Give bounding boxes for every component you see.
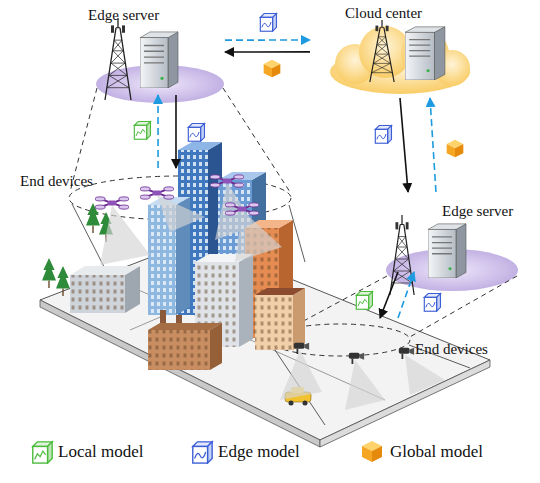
city-building [293,288,305,350]
camera [294,343,414,364]
model-icon [375,126,391,144]
model-icon [424,294,440,312]
drone [210,175,244,187]
legend-entry: Global model [390,442,483,462]
node-box: Edge server [80,2,225,95]
camera [294,343,309,354]
node-box: End devices [280,318,510,370]
node-box: End devices [15,168,295,223]
model-icon [188,124,204,142]
legend-icon [193,442,212,463]
tower [105,18,131,100]
legend-icon [33,442,52,463]
drone [95,197,129,209]
legend-icon [33,441,382,463]
tower [390,215,414,295]
cloud-shape [330,26,470,94]
sensing-cone [235,210,282,262]
server [428,224,466,278]
city-building [255,288,305,295]
drone [140,187,174,199]
legend-entry: Local model [58,442,143,462]
sensing-cone [100,182,445,410]
flow-arrow [380,272,398,318]
flow-arrow [225,39,310,41]
city-building [148,330,210,370]
model-icon [264,60,281,78]
legend-label: Local model [58,442,143,461]
tree [56,266,70,296]
city-building [255,295,293,350]
server [140,32,178,88]
node-label: End devices [20,172,93,190]
tower [105,18,414,295]
flow-arrow [430,98,436,192]
car [303,401,308,406]
city-building [178,142,222,150]
ground-slab [320,360,490,447]
server [405,27,445,80]
model-icon [260,14,276,32]
tree [42,203,113,296]
flow-arrow [157,95,159,168]
coverage-lines [272,276,517,338]
model-icon [134,14,463,312]
model-icon [447,140,464,158]
node-label: Edge server [88,6,159,24]
drone [95,175,259,215]
coverage-lines [69,88,517,425]
legend-entry: Edge model [218,442,300,462]
model-icon [134,122,150,140]
city-building [148,330,210,370]
car [289,401,294,406]
city-building [70,142,305,370]
city-building [148,323,222,330]
flow-arrow [398,272,414,318]
city-building [210,323,222,370]
node-label: Edge server [442,202,513,220]
camera [349,353,364,364]
tree [42,258,56,288]
city-building [70,275,125,313]
legend-icon [362,441,382,462]
tower [370,20,394,82]
sensing-cone [157,195,205,232]
camera [399,348,414,359]
flow-arrow [225,51,310,53]
flow-arrow [175,95,177,168]
node-label: End devices [415,340,488,358]
node-label: Cloud center [345,4,422,22]
drone [225,203,259,215]
city-building [70,275,125,313]
city-building [70,266,140,275]
city-building [239,254,253,347]
legend-label: Edge model [218,442,300,461]
sensing-cone [405,355,445,395]
flow-arrow [400,98,408,192]
model-icon [356,292,372,310]
sensing-cone [345,360,385,410]
node-box: Cloud center [310,2,470,98]
node-box: Edge server [380,192,530,272]
legend-label: Global model [390,442,483,461]
connector-group [158,40,436,318]
server [140,27,466,278]
city-building [255,295,293,350]
sensing-cone [100,205,150,265]
sensing-cone [280,350,322,400]
